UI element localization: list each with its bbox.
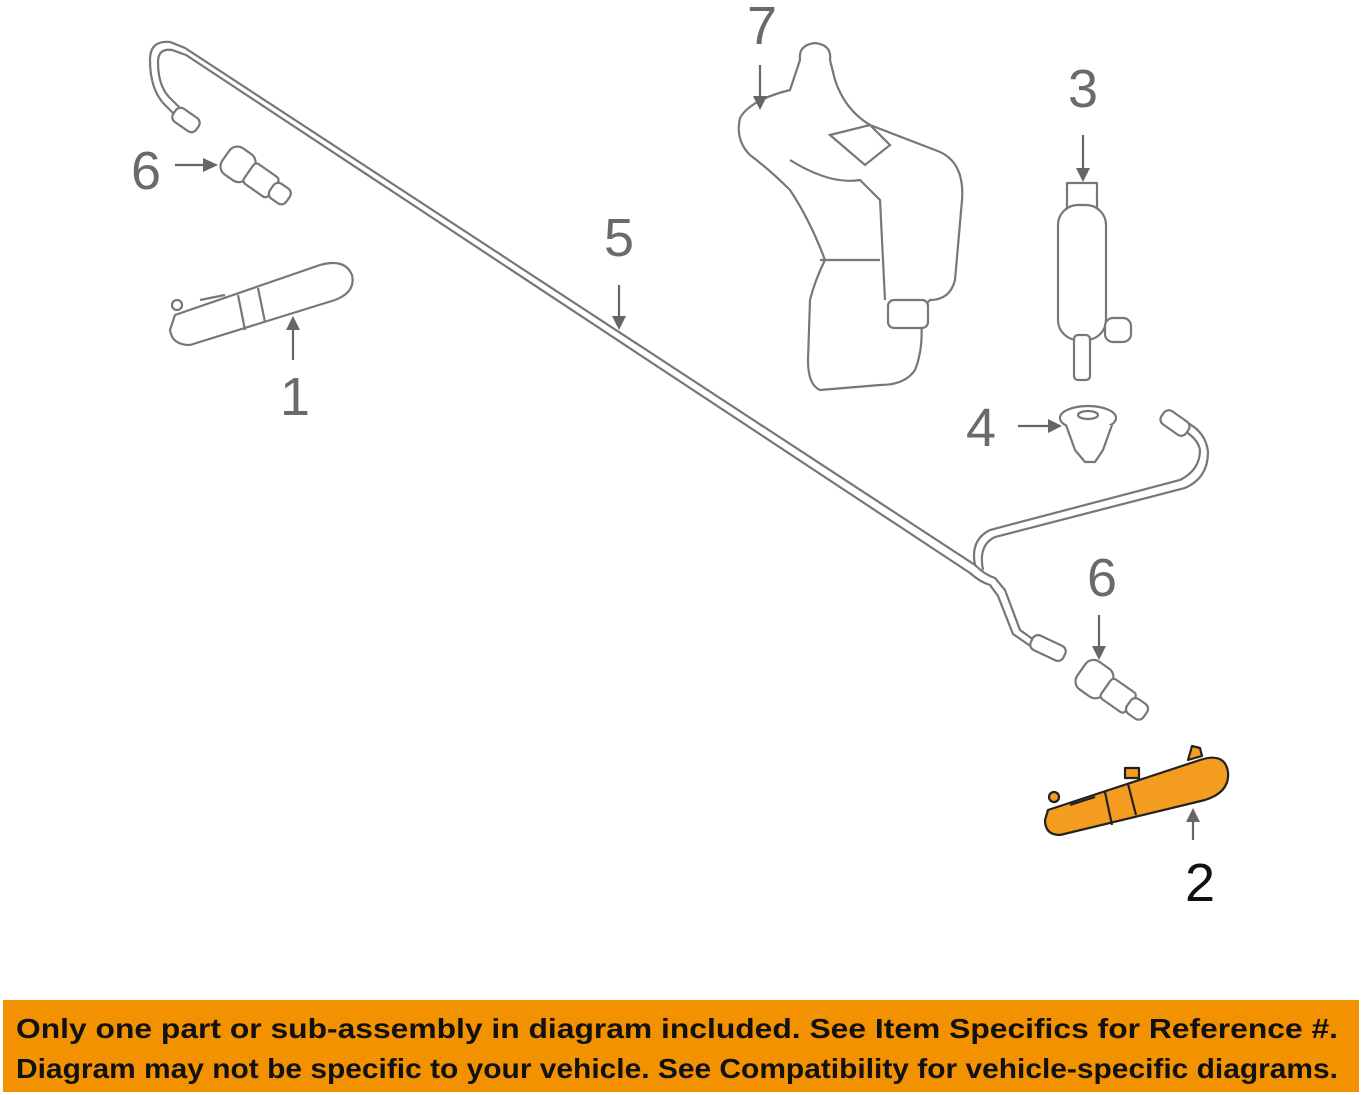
pump-part-3 xyxy=(1056,181,1133,382)
washer-nozzle-part-1 xyxy=(168,261,354,347)
banner-line-2: Diagram may not be specific to your vehi… xyxy=(16,1053,1338,1084)
connector-part-6-left xyxy=(219,145,292,206)
callout-1: 1 xyxy=(280,367,310,427)
banner-line-1: Only one part or sub-assembly in diagram… xyxy=(16,1013,1338,1044)
washer-nozzle-part-2-highlighted xyxy=(1043,744,1230,837)
callout-5: 5 xyxy=(604,208,634,268)
reservoir-part-7 xyxy=(737,41,964,392)
callout-3: 3 xyxy=(1068,59,1098,119)
hose-part-5 xyxy=(148,40,1210,662)
connector-part-6-right xyxy=(1074,658,1150,721)
callout-6-right: 6 xyxy=(1087,548,1117,608)
callout-4: 4 xyxy=(966,398,996,458)
callout-2: 2 xyxy=(1185,853,1215,913)
callout-7: 7 xyxy=(747,0,777,56)
callout-6-left: 6 xyxy=(131,141,161,201)
callout-arrows xyxy=(175,65,1200,840)
grommet-part-4 xyxy=(1058,404,1118,464)
disclaimer-banner: Only one part or sub-assembly in diagram… xyxy=(3,1000,1359,1092)
